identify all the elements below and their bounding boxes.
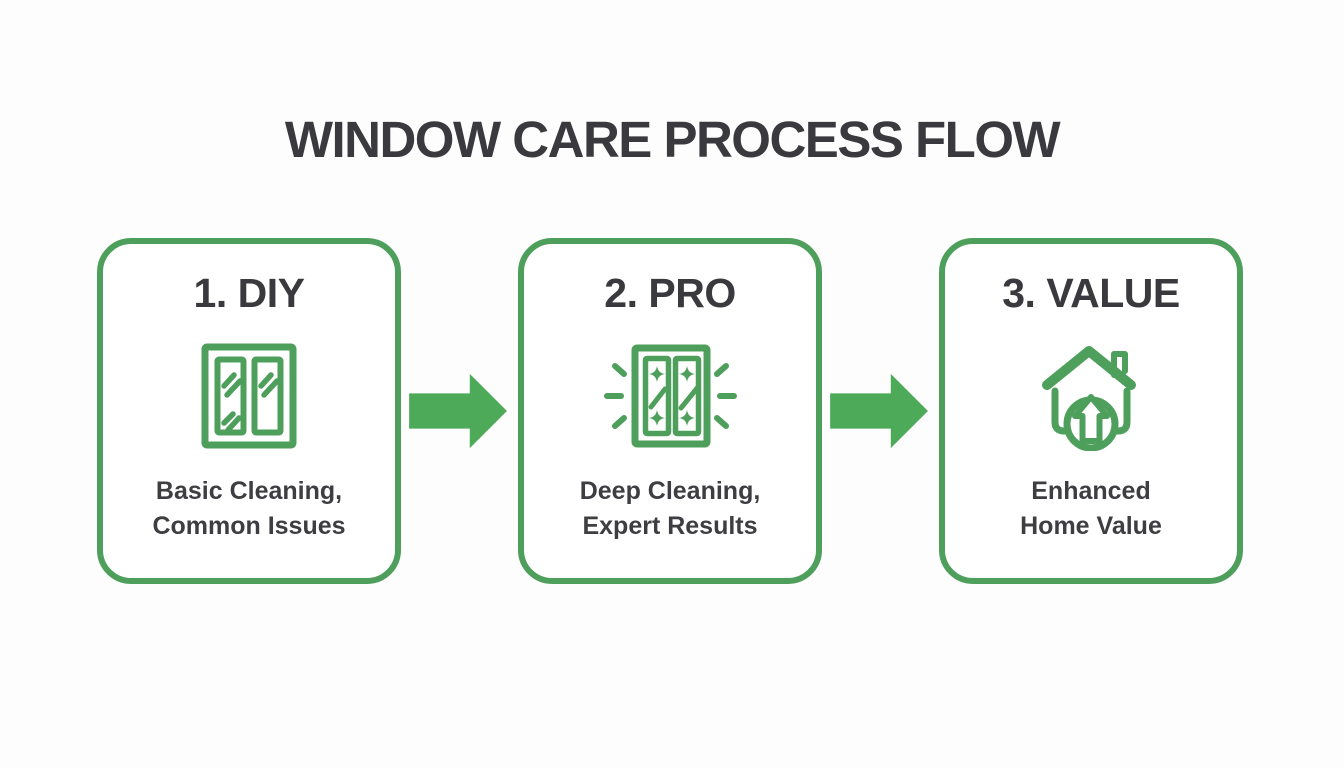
house-value-icon (1041, 317, 1141, 474)
caption-line: Basic Cleaning, (155, 477, 343, 505)
caption-line: Deep Cleaning, (579, 477, 761, 505)
step-heading-diy: 1. DIY (193, 270, 305, 316)
window-icon (201, 317, 297, 474)
arrow-right-icon (401, 238, 518, 584)
step-card-value: 3. VALUE Enhanced Home Value (939, 238, 1243, 584)
step-card-pro: 2. PRO (518, 238, 822, 584)
caption-line: Expert Results (582, 512, 758, 540)
sparkling-window-icon (595, 317, 745, 474)
page-title: WINDOW CARE PROCESS FLOW (284, 111, 1061, 168)
step-caption-pro: Deep Cleaning, Expert Results (580, 474, 761, 544)
caption-line: Home Value (1020, 512, 1162, 540)
step-card-diy: 1. DIY Basic Cleaning, Common Issues (97, 238, 401, 584)
step-caption-value: Enhanced Home Value (1020, 474, 1162, 544)
caption-line: Enhanced (1031, 477, 1151, 505)
step-heading-value: 3. VALUE (1002, 270, 1180, 316)
arrow-right-icon (822, 238, 939, 584)
step-caption-diy: Basic Cleaning, Common Issues (152, 474, 345, 544)
step-heading-pro: 2. PRO (604, 270, 736, 316)
caption-line: Common Issues (152, 512, 346, 540)
process-flow: 1. DIY Basic Cleaning, Common Issues (97, 238, 1243, 584)
